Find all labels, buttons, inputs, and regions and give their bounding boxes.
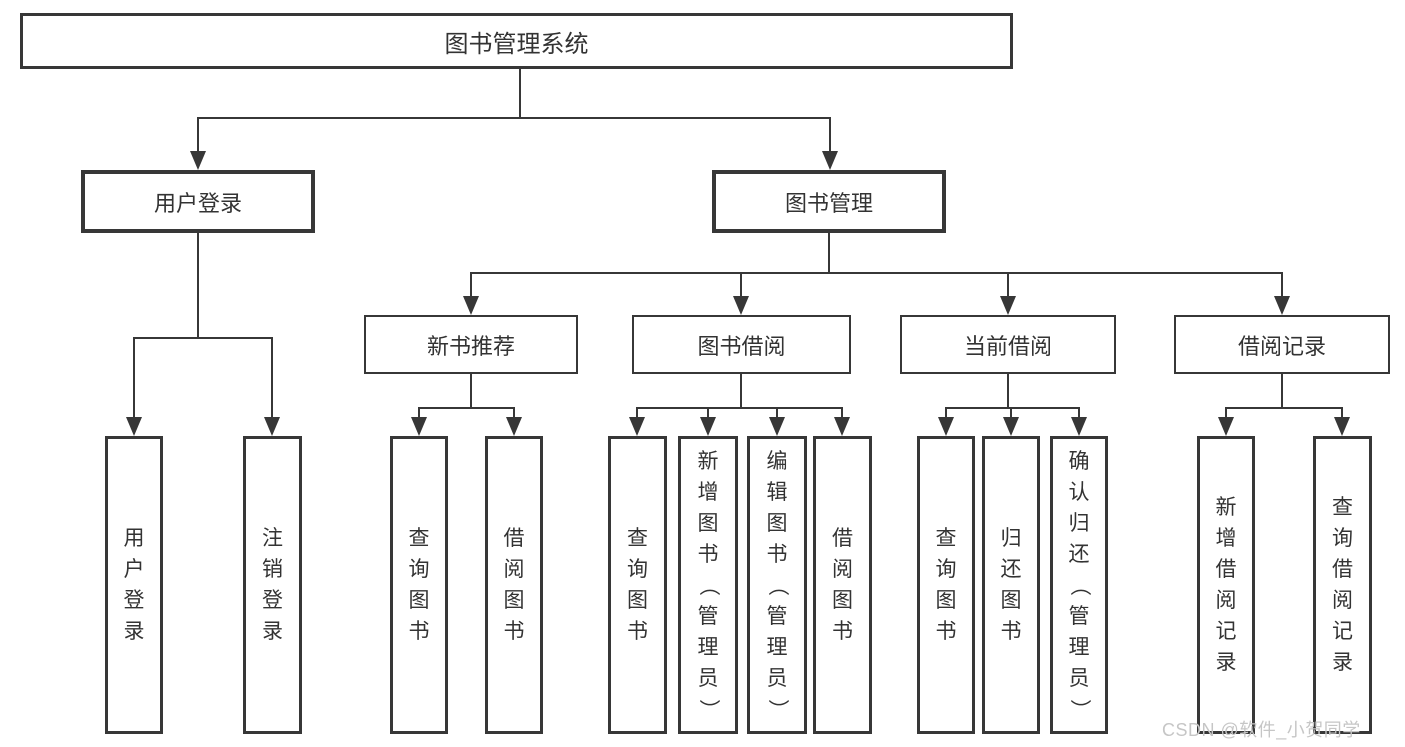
leaf-user-login: 用户登录 [105, 436, 163, 734]
connector-drop-leaf [1010, 407, 1012, 417]
arrowhead-icon [822, 151, 838, 170]
connector-book-management-rail [470, 272, 1283, 274]
leaf-query-books-recommend: 查询图书 [390, 436, 448, 734]
connector-current-borrow-rail [945, 407, 1080, 409]
connector-root-rail [197, 117, 831, 119]
node-new-book-recommend-label: 新书推荐 [426, 333, 515, 359]
arrowhead-icon [938, 417, 954, 436]
arrowhead-icon [264, 417, 280, 436]
connector-drop-leaf [1225, 407, 1227, 417]
node-user-login: 用户登录 [81, 170, 315, 233]
leaf-add-books-admin-label: 新增图书（管理员） [696, 449, 720, 720]
connector-drop-leaf [133, 337, 135, 418]
leaf-query-books-borrow: 查询图书 [608, 436, 667, 734]
arrowhead-icon [700, 417, 716, 436]
leaf-query-borrow-record: 查询借阅记录 [1313, 436, 1372, 734]
arrowhead-icon [1274, 296, 1290, 315]
connector-drop-leaf [418, 407, 420, 417]
leaf-query-books-current-label: 查询图书 [935, 527, 957, 643]
arrowhead-icon [506, 417, 522, 436]
node-new-book-recommend: 新书推荐 [364, 315, 578, 374]
leaf-borrow-books-label: 借阅图书 [832, 527, 853, 643]
node-book-borrow: 图书借阅 [632, 315, 851, 374]
leaf-add-borrow-record: 新增借阅记录 [1197, 436, 1255, 734]
node-current-borrow-label: 当前借阅 [963, 333, 1052, 359]
leaf-query-books-borrow-label: 查询图书 [627, 527, 648, 643]
node-root: 图书管理系统 [20, 13, 1013, 69]
connector-recommend-stem [470, 374, 472, 407]
arrowhead-icon [1218, 417, 1234, 436]
node-user-login-label: 用户登录 [153, 190, 242, 216]
node-book-management-label: 图书管理 [784, 190, 873, 216]
connector-drop-leaf [1078, 407, 1080, 417]
node-borrow-records-label: 借阅记录 [1237, 333, 1326, 359]
leaf-query-borrow-record-label: 查询借阅记录 [1332, 496, 1353, 674]
connector-root-stem [519, 69, 521, 117]
arrowhead-icon [733, 296, 749, 315]
connector-drop-leaf [841, 407, 843, 417]
leaf-borrow-books: 借阅图书 [813, 436, 872, 734]
arrowhead-icon [834, 417, 850, 436]
connector-drop-book-management [829, 117, 831, 152]
arrowhead-icon [411, 417, 427, 436]
connector-drop-level3 [740, 272, 742, 296]
arrowhead-icon [1334, 417, 1350, 436]
arrowhead-icon [769, 417, 785, 436]
connector-borrow-records-rail [1225, 407, 1343, 409]
leaf-add-borrow-record-label: 新增借阅记录 [1215, 496, 1237, 674]
arrowhead-icon [126, 417, 142, 436]
arrowhead-icon [190, 151, 206, 170]
arrowhead-icon [463, 296, 479, 315]
leaf-user-login-label: 用户登录 [123, 527, 145, 643]
leaf-edit-books-admin: 编辑图书（管理员） [747, 436, 807, 734]
connector-drop-leaf [1341, 407, 1343, 417]
arrowhead-icon [1071, 417, 1087, 436]
connector-drop-leaf [776, 407, 778, 417]
node-book-management: 图书管理 [712, 170, 946, 233]
connector-drop-leaf [707, 407, 709, 417]
leaf-return-books-label: 归还图书 [1000, 527, 1022, 643]
arrowhead-icon [629, 417, 645, 436]
leaf-return-books: 归还图书 [982, 436, 1040, 734]
leaf-logout-label: 注销登录 [262, 527, 283, 643]
leaf-add-books-admin: 新增图书（管理员） [678, 436, 738, 734]
connector-drop-leaf [271, 337, 273, 418]
node-book-borrow-label: 图书借阅 [697, 333, 786, 359]
connector-borrow-records-stem [1281, 374, 1283, 407]
leaf-borrow-books-recommend: 借阅图书 [485, 436, 543, 734]
leaf-logout: 注销登录 [243, 436, 302, 734]
arrowhead-icon [1000, 296, 1016, 315]
connector-book-borrow-stem [740, 374, 742, 407]
leaf-query-books-recommend-label: 查询图书 [408, 527, 430, 643]
connector-drop-level3 [1007, 272, 1009, 296]
connector-user-login-rail [133, 337, 273, 339]
csdn-watermark: CSDN @软件_小贺同学 [1162, 720, 1361, 740]
connector-book-borrow-rail [636, 407, 843, 409]
node-root-label: 图书管理系统 [444, 30, 589, 58]
node-current-borrow: 当前借阅 [900, 315, 1116, 374]
connector-current-borrow-stem [1007, 374, 1009, 407]
connector-drop-leaf [945, 407, 947, 417]
connector-drop-level3 [470, 272, 472, 296]
leaf-confirm-return-admin: 确认归还（管理员） [1050, 436, 1108, 734]
leaf-confirm-return-admin-label: 确认归还（管理员） [1067, 449, 1091, 720]
connector-drop-level3 [1281, 272, 1283, 296]
connector-book-management-stem [828, 233, 830, 272]
connector-drop-user-login [197, 117, 199, 152]
arrowhead-icon [1003, 417, 1019, 436]
leaf-query-books-current: 查询图书 [917, 436, 975, 734]
connector-drop-leaf [636, 407, 638, 417]
node-borrow-records: 借阅记录 [1174, 315, 1390, 374]
leaf-borrow-books-recommend-label: 借阅图书 [503, 527, 525, 643]
connector-drop-leaf [513, 407, 515, 417]
leaf-edit-books-admin-label: 编辑图书（管理员） [765, 449, 789, 720]
connector-user-login-stem [197, 233, 199, 337]
connector-recommend-rail [418, 407, 515, 409]
